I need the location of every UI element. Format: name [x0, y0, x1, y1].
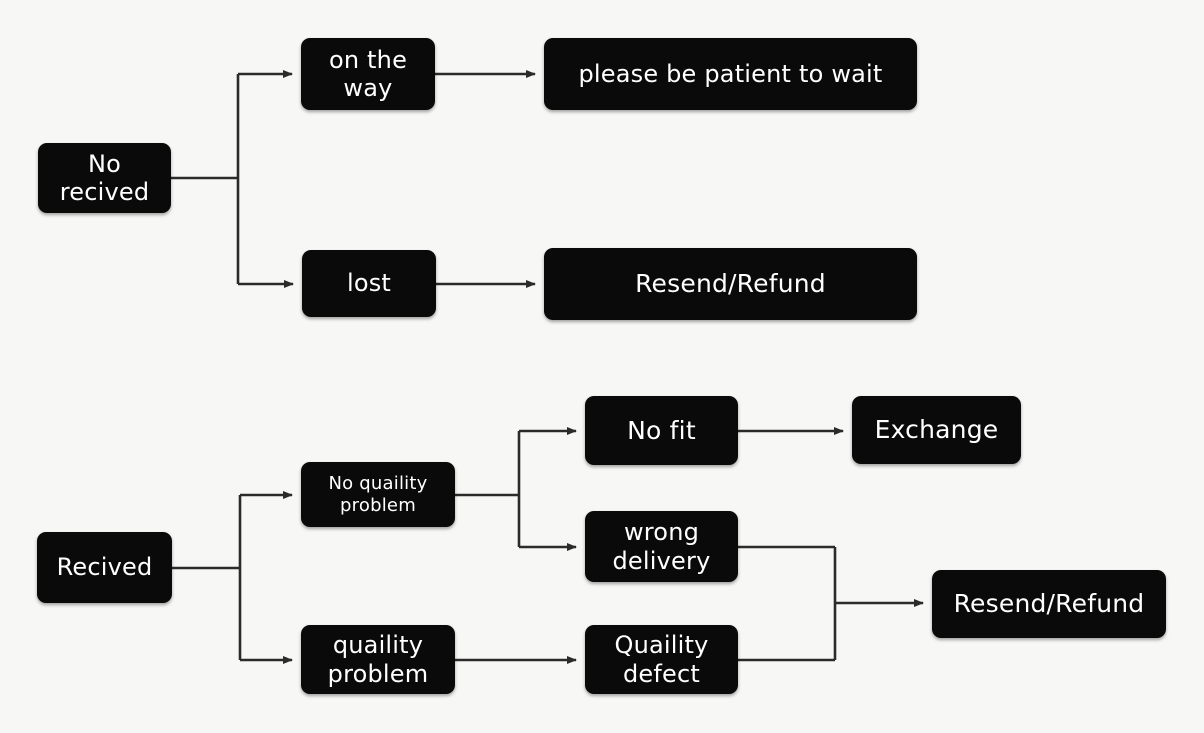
node-quaility-defect[interactable]: Quaility defect — [585, 625, 738, 694]
node-wrong-delivery[interactable]: wrong delivery — [585, 511, 738, 582]
node-quaility-problem[interactable]: quaility problem — [301, 625, 455, 694]
node-resend-refund-bottom[interactable]: Resend/Refund — [932, 570, 1166, 638]
node-recived[interactable]: Recived — [37, 532, 172, 603]
node-lost[interactable]: lost — [302, 250, 436, 317]
node-no-fit[interactable]: No fit — [585, 396, 738, 465]
node-no-quaility-problem[interactable]: No quaility problem — [301, 462, 455, 527]
node-resend-refund-top[interactable]: Resend/Refund — [544, 248, 917, 320]
node-on-the-way[interactable]: on the way — [301, 38, 435, 110]
node-please-be-patient-to-wait[interactable]: please be patient to wait — [544, 38, 917, 110]
node-exchange[interactable]: Exchange — [852, 396, 1021, 464]
node-no-recived[interactable]: No recived — [38, 143, 171, 213]
